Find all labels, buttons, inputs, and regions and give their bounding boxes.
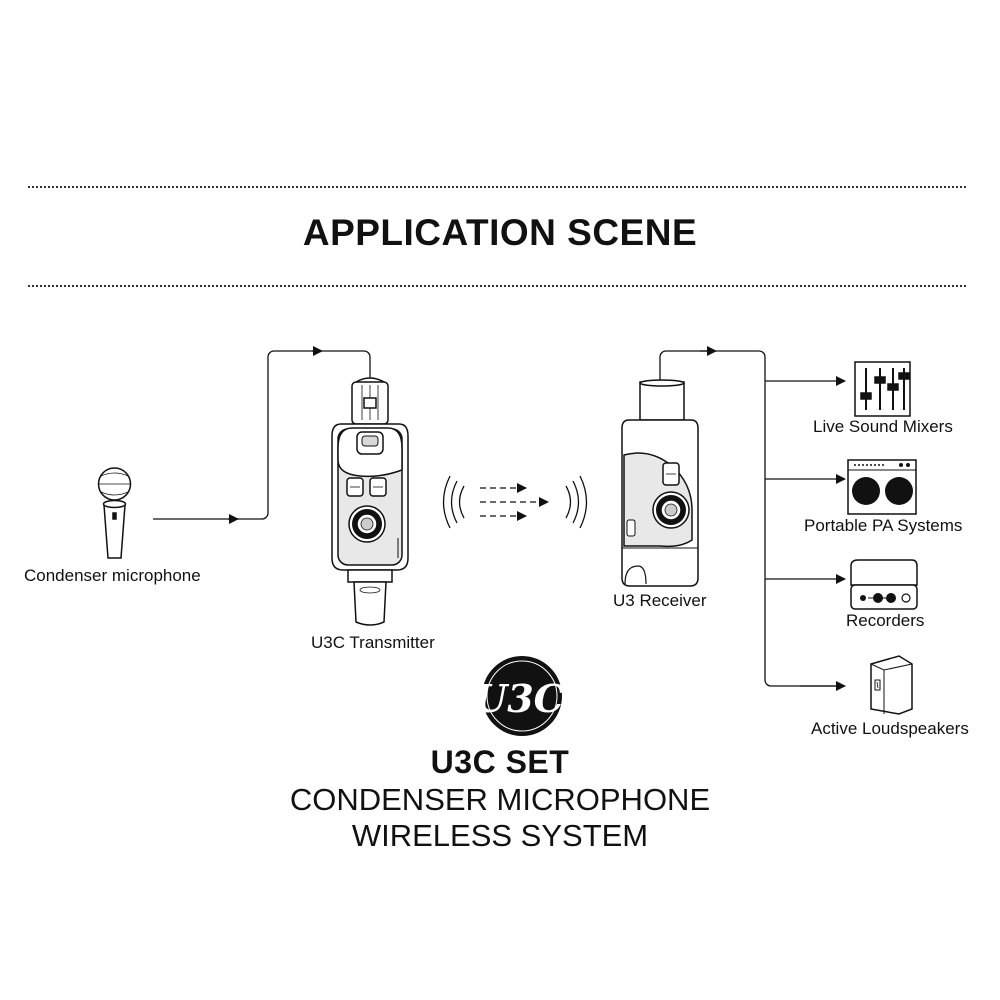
page-title: APPLICATION SCENE bbox=[302, 212, 698, 253]
microphone-icon bbox=[97, 467, 132, 559]
product-subtitle-line-1: CONDENSER MICROPHONE bbox=[289, 782, 711, 817]
brand-logo-icon: U3C bbox=[474, 656, 564, 736]
receiver-label: U3 Receiver bbox=[613, 591, 707, 610]
transmitter-label: U3C Transmitter bbox=[311, 633, 435, 652]
bottom-dotted-divider bbox=[28, 285, 966, 287]
mic-to-transmitter-connector bbox=[153, 346, 371, 524]
recorder-icon bbox=[850, 559, 918, 610]
wireless-signal-icon bbox=[442, 475, 588, 529]
pa-system-icon bbox=[847, 459, 917, 515]
microphone-label: Condenser microphone bbox=[24, 566, 201, 585]
product-subtitle: CONDENSER MICROPHONE WIRELESS SYSTEM bbox=[0, 782, 1000, 854]
loudspeaker-icon bbox=[870, 655, 913, 715]
receiver-to-outputs-connector bbox=[659, 346, 846, 691]
product-set-name: U3C SET bbox=[430, 744, 570, 780]
top-dotted-divider bbox=[28, 186, 966, 188]
product-subtitle-line-2: WIRELESS SYSTEM bbox=[351, 818, 649, 853]
output-label-mixers: Live Sound Mixers bbox=[813, 417, 953, 436]
mixer-icon bbox=[854, 361, 911, 417]
output-label-recorders: Recorders bbox=[846, 611, 925, 630]
output-label-loudspeakers: Active Loudspeakers bbox=[811, 719, 969, 738]
logo-lettering: U3C bbox=[474, 676, 564, 721]
transmitter-icon bbox=[331, 377, 409, 626]
output-label-pa-systems: Portable PA Systems bbox=[804, 516, 963, 535]
receiver-icon bbox=[621, 379, 699, 587]
